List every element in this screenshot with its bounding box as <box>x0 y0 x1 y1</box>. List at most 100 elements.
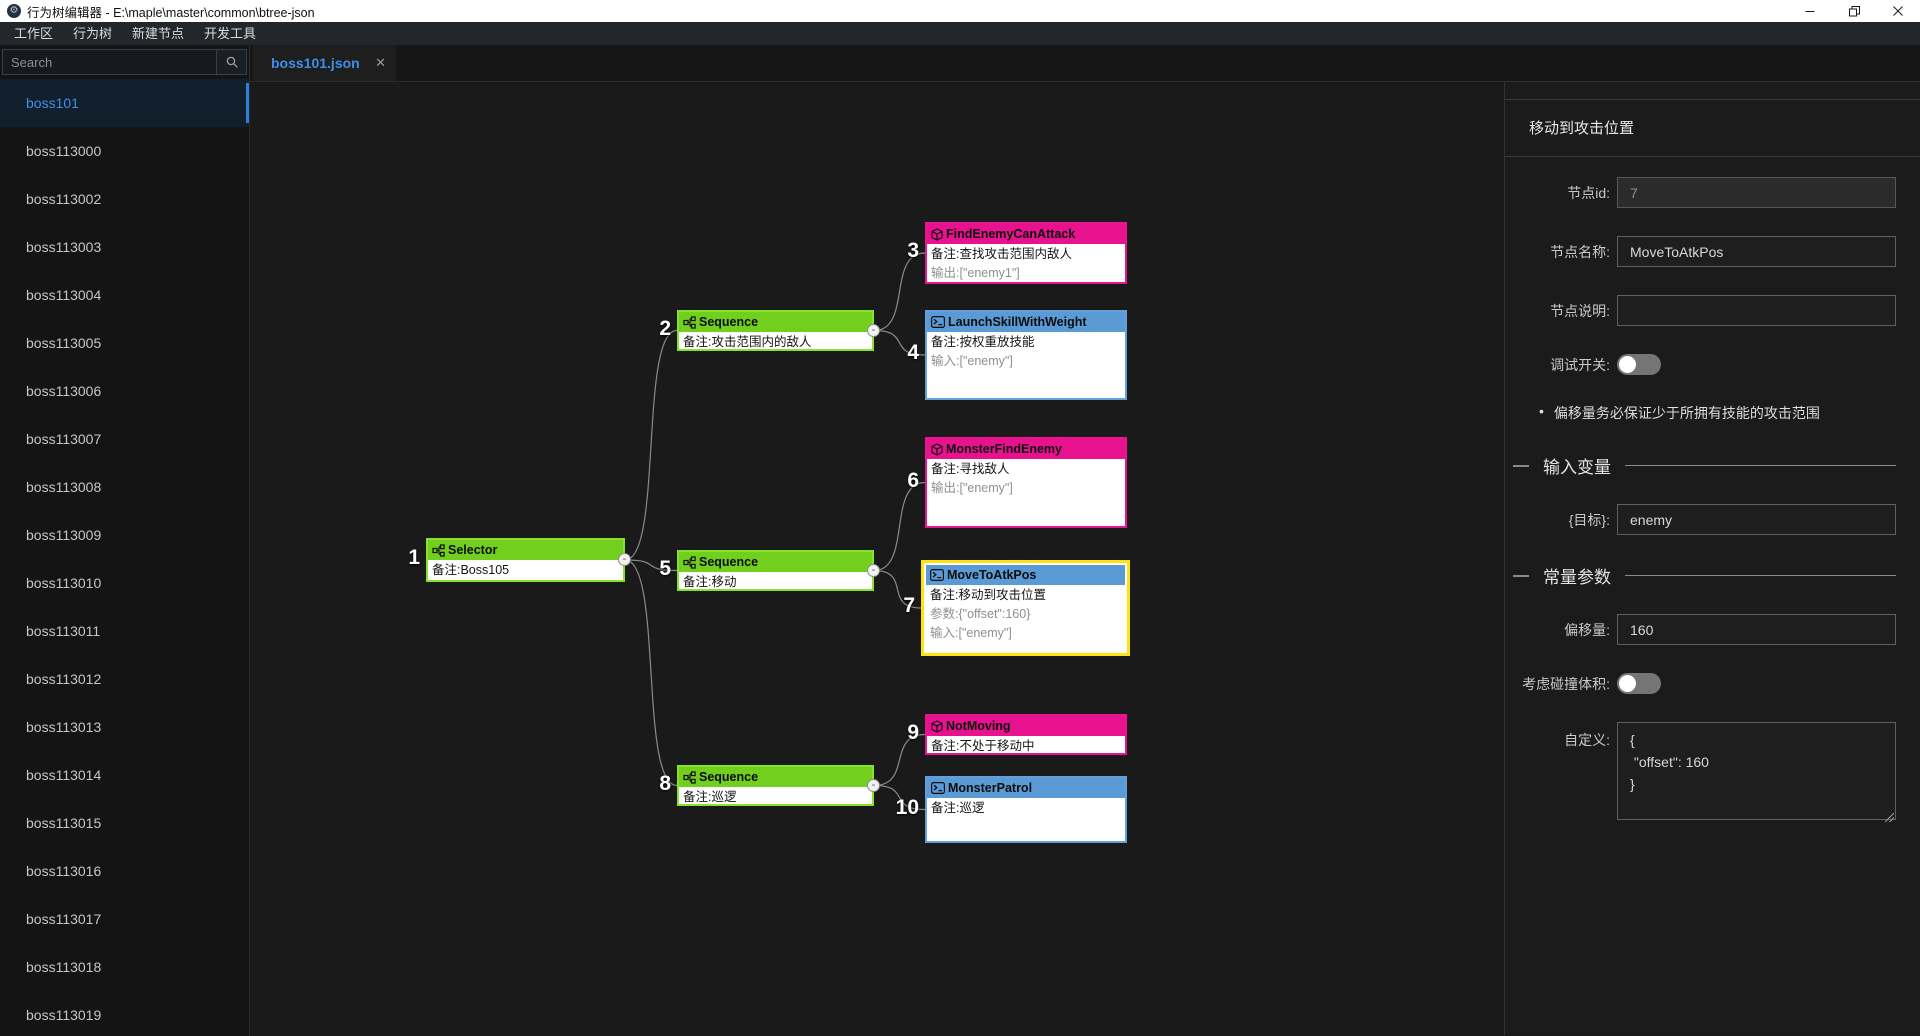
node-header: NotMoving <box>927 716 1125 736</box>
node-line: 备注:巡逻 <box>931 801 985 815</box>
node-index-8: 8 <box>659 771 671 795</box>
node-index-1: 1 <box>408 546 420 569</box>
node-header: MonsterPatrol <box>927 778 1125 798</box>
condition-icon <box>931 442 943 456</box>
restore-icon <box>1848 5 1860 16</box>
sidebar-item-boss113007[interactable]: boss113007 <box>26 431 102 447</box>
properties-panel: 移动到攻击位置 节点id: 节点名称: 节点说明: <box>1504 82 1920 1035</box>
node-MoveToAtkPos[interactable]: MoveToAtkPos 备注:移动到攻击位置参数:{"offset":160}输… <box>921 560 1130 656</box>
node-body: 备注:攻击范围内的敌人 <box>679 332 872 353</box>
sidebar-item-boss113018[interactable]: boss113018 <box>26 959 102 975</box>
resize-grip[interactable] <box>1885 813 1894 822</box>
node-header: FindEnemyCanAttack <box>927 224 1125 244</box>
collapse-toggle[interactable]: - <box>867 778 880 792</box>
close-button[interactable] <box>1876 0 1920 22</box>
menu-item-2[interactable]: 新建节点 <box>132 26 185 41</box>
node-title: MoveToAtkPos <box>947 568 1037 582</box>
sidebar-item-boss113011[interactable]: boss113011 <box>26 623 101 639</box>
search-input[interactable] <box>3 50 216 74</box>
collapse-toggle[interactable]: - <box>867 323 880 337</box>
sidebar-item-boss101[interactable]: boss101 <box>0 79 249 127</box>
node-title: Sequence <box>699 555 759 569</box>
node-body: 备注:按权重放技能输入:["enemy"] <box>927 332 1125 372</box>
node-name-field[interactable] <box>1617 236 1896 267</box>
node-id-label: 节点id: <box>1567 184 1610 201</box>
node-desc-label: 节点说明: <box>1550 302 1610 319</box>
sidebar-item-boss113016[interactable]: boss113016 <box>26 863 102 879</box>
close-icon <box>1893 6 1903 16</box>
sidebar-item-boss113015[interactable]: boss113015 <box>26 815 102 831</box>
restore-button[interactable] <box>1832 0 1876 22</box>
menu-item-1[interactable]: 行为树 <box>73 26 113 41</box>
sidebar-item-boss113019[interactable]: boss113019 <box>26 1007 102 1023</box>
sidebar-item-boss113010[interactable]: boss113010 <box>26 575 102 591</box>
node-LaunchSkillWithWeight[interactable]: LaunchSkillWithWeight 备注:按权重放技能输入:["enemy… <box>925 310 1127 400</box>
sidebar-item-boss113005[interactable]: boss113005 <box>26 335 102 351</box>
node-index-6: 6 <box>907 468 919 492</box>
node-desc-field[interactable] <box>1617 295 1896 326</box>
sidebar: boss101 boss113000 boss113002 boss113003 bos… <box>0 45 250 1036</box>
node-title: FindEnemyCanAttack <box>946 227 1076 241</box>
section-const-params: 常量参数 <box>1513 563 1896 588</box>
bullet-icon: • <box>1539 403 1544 419</box>
debug-toggle[interactable] <box>1617 354 1661 375</box>
sidebar-item-boss113013[interactable]: boss113013 <box>26 719 102 735</box>
minimize-button[interactable] <box>1788 0 1832 22</box>
node-line: 备注:攻击范围内的敌人 <box>683 335 812 349</box>
tab-boss101[interactable]: boss101.json ✕ <box>253 45 396 81</box>
node-header: LaunchSkillWithWeight <box>927 312 1125 332</box>
node-line: 输入:["enemy"] <box>931 354 1013 368</box>
sidebar-item-boss113014[interactable]: boss113014 <box>26 767 102 783</box>
node-header: Sequence <box>679 552 872 572</box>
sidebar-item-boss113000[interactable]: boss113000 <box>26 143 102 159</box>
collapse-toggle[interactable]: - <box>618 553 631 566</box>
sidebar-item-boss113006[interactable]: boss113006 <box>26 383 102 399</box>
sidebar-item-boss113002[interactable]: boss113002 <box>26 191 102 207</box>
debug-toggle-label: 调试开关: <box>1550 356 1610 373</box>
toggle-knob <box>1619 675 1636 692</box>
sidebar-item-boss113004[interactable]: boss113004 <box>26 287 102 303</box>
node-index-9: 9 <box>907 720 919 744</box>
sidebar-item-boss113017[interactable]: boss113017 <box>26 911 102 927</box>
node-line: 备注:查找攻击范围内敌人 <box>931 247 1072 261</box>
collapse-toggle[interactable]: - <box>867 563 880 577</box>
node-index-2: 2 <box>659 316 671 340</box>
sidebar-item-boss113003[interactable]: boss113003 <box>26 239 102 255</box>
offset-field[interactable] <box>1617 614 1896 645</box>
node-id-field <box>1617 177 1896 208</box>
node-line: 参数:{"offset":160} <box>930 607 1031 621</box>
tab-close-icon[interactable]: ✕ <box>375 55 386 70</box>
node-line: 备注:Boss105 <box>432 563 510 577</box>
search-button[interactable] <box>216 50 246 74</box>
search-bar <box>2 49 247 75</box>
sidebar-item-boss113008[interactable]: boss113008 <box>26 479 102 495</box>
collision-toggle[interactable] <box>1617 673 1661 694</box>
target-label: {目标}: <box>1568 511 1610 528</box>
node-MonsterPatrol[interactable]: MonsterPatrol 备注:巡逻 <box>925 776 1127 843</box>
composite-icon <box>683 315 696 329</box>
hint-text: 偏移量务必保证少于所拥有技能的攻击范围 <box>1553 405 1820 421</box>
action-icon <box>931 782 945 794</box>
menu-item-3[interactable]: 开发工具 <box>204 26 257 41</box>
node-body: 备注:巡逻 <box>927 798 1125 819</box>
titlebar: ⚙ 行为树编辑器 - E:\maple\master\common\btree-… <box>0 0 1920 22</box>
node-title: MonsterFindEnemy <box>946 442 1062 456</box>
panel-title: 移动到攻击位置 <box>1505 100 1920 157</box>
custom-json-field[interactable] <box>1617 722 1896 820</box>
node-title: LaunchSkillWithWeight <box>948 315 1087 329</box>
target-field[interactable] <box>1617 504 1896 535</box>
node-body: 备注:移动到攻击位置参数:{"offset":160}输入:["enemy"] <box>926 585 1125 644</box>
sidebar-item-boss113009[interactable]: boss113009 <box>26 527 102 543</box>
sidebar-item-boss113012[interactable]: boss113012 <box>26 671 102 687</box>
node-body: 备注:Boss105 <box>428 560 623 581</box>
menu-item-0[interactable]: 工作区 <box>14 26 54 41</box>
node-header: Sequence <box>679 767 872 787</box>
